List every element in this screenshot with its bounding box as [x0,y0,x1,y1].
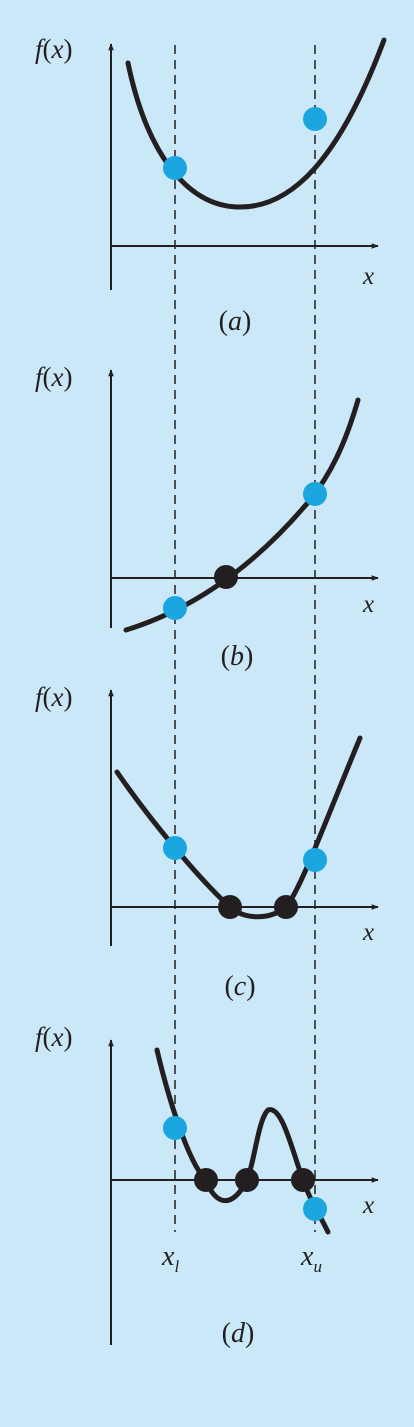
caption-b: (b) [221,641,254,672]
lower-bracket-point-b [163,596,187,620]
panel-c: f(x) x (c) [35,682,379,1002]
x-axis-label-b: x [362,591,374,618]
y-axis-label-c: f(x) [35,682,73,712]
y-axis-label-d: f(x) [35,1022,73,1052]
x-axis-label-a: x [362,263,374,290]
panel-b: f(x) x (b) [35,362,379,672]
root-point-d1 [194,1168,218,1192]
caption-c: (c) [224,971,255,1002]
y-axis-label-b: f(x) [35,362,73,392]
upper-bracket-point-b [303,482,327,506]
upper-bracket-point-c [303,848,327,872]
lower-bracket-point-a [163,156,187,180]
function-curve-a [125,37,387,210]
lower-bracket-point-c [163,836,187,860]
panel-d: f(x) x xl xu (d) [35,1022,379,1349]
upper-bracket-point-d [303,1197,327,1221]
panel-a: f(x) x (a) [35,34,387,337]
x-axis-label-d: x [362,1192,374,1219]
function-curve-c [114,735,363,920]
root-point-c1 [218,895,242,919]
root-point-d3 [291,1168,315,1192]
root-point-d2 [235,1168,259,1192]
upper-bracket-point-a [303,107,327,131]
caption-a: (a) [219,306,252,337]
caption-d: (d) [222,1318,255,1349]
root-point-b [214,565,238,589]
root-point-c2 [274,895,298,919]
y-axis-label-a: f(x) [35,34,73,64]
lower-bracket-point-d [163,1116,187,1140]
x-axis-label-c: x [362,919,374,946]
